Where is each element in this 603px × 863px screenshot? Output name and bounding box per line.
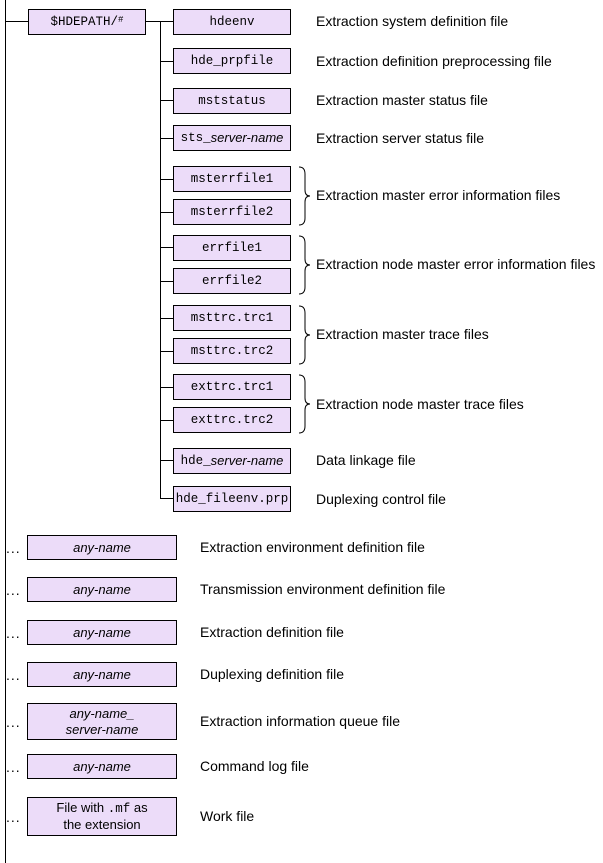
root-to-branch-connector <box>145 21 173 22</box>
file-description: Extraction server status file <box>316 130 485 146</box>
file-name-line1: any-name_ <box>69 705 135 721</box>
file-name: msttrc.trc2 <box>190 343 274 358</box>
branch-line <box>160 21 161 499</box>
ellipsis: ... <box>6 809 21 825</box>
file-box-hde-fileenv-prp: hde_fileenv.prp <box>173 486 291 512</box>
file-name-line2: the extension <box>63 817 141 833</box>
file-name: exttrc.trc1 <box>190 379 274 394</box>
group-description: Extraction node master trace files <box>316 396 524 412</box>
file-box-any-name: any-name <box>27 754 177 779</box>
file-description: Extraction information queue file <box>200 713 400 729</box>
file-box-msterrfile1: msterrfile1 <box>173 166 291 192</box>
group-brace <box>298 374 311 434</box>
branch-tick <box>160 420 173 421</box>
file-name: hdeenv <box>209 14 255 29</box>
file-description: Extraction definition preprocessing file <box>316 53 552 69</box>
file-box-exttrc-trc1: exttrc.trc1 <box>173 374 291 400</box>
file-box-sts-server-name: sts_server-name <box>173 125 291 151</box>
file-name: any-name <box>73 624 131 640</box>
root-directory-label: $HDEPATH/ <box>50 14 119 29</box>
file-description: Command log file <box>200 758 309 774</box>
file-name-variable: server-name <box>210 130 284 146</box>
file-name-line1: File with .mf as <box>56 800 147 817</box>
ellipsis: ... <box>6 759 21 775</box>
ellipsis: ... <box>6 540 21 556</box>
branch-tick <box>160 351 173 352</box>
file-name: exttrc.trc2 <box>190 412 274 427</box>
branch-tick <box>160 318 173 319</box>
group-brace <box>298 235 311 295</box>
branch-tick <box>160 460 173 461</box>
group-description: Extraction node master error information… <box>316 256 596 272</box>
file-box-msttrc-trc1: msttrc.trc1 <box>173 305 291 331</box>
ellipsis: ... <box>6 714 21 730</box>
file-name: any-name <box>73 539 131 555</box>
ellipsis: ... <box>6 667 21 683</box>
file-box-mststatus: mststatus <box>173 88 291 114</box>
file-description: Duplexing definition file <box>200 666 344 682</box>
file-name: mststatus <box>198 93 266 108</box>
file-name-prefix: hde_ <box>180 453 211 468</box>
file-name: msterrfile2 <box>190 204 274 219</box>
branch-tick <box>160 281 173 282</box>
file-name: any-name <box>73 581 131 597</box>
file-box-hdeenv: hdeenv <box>173 9 291 35</box>
file-box-errfile1: errfile1 <box>173 235 291 261</box>
file-box-hde-prpfile: hde_prpfile <box>173 48 291 74</box>
file-description: Data linkage file <box>316 452 416 468</box>
branch-tick <box>160 212 173 213</box>
file-box-errfile2: errfile2 <box>173 268 291 294</box>
branch-tick <box>160 387 173 388</box>
file-extension: .mf <box>107 802 131 817</box>
file-name-prefix: sts_ <box>180 130 211 145</box>
file-box-any-name: any-name <box>27 577 177 602</box>
group-description: Extraction master error information file… <box>316 187 561 203</box>
file-box-any-name-server-name: any-name_server-name <box>27 703 177 740</box>
file-description: Extraction master status file <box>316 92 488 108</box>
root-connector <box>5 21 28 22</box>
file-name: errfile2 <box>201 273 262 288</box>
branch-tick <box>160 179 173 180</box>
file-name: any-name <box>73 666 131 682</box>
ellipsis: ... <box>6 625 21 641</box>
file-box-msttrc-trc2: msttrc.trc2 <box>173 338 291 364</box>
file-description: Work file <box>200 808 255 824</box>
file-name: any-name <box>73 758 131 774</box>
file-name-variable: server-name <box>210 453 284 469</box>
file-box-exttrc-trc2: exttrc.trc2 <box>173 407 291 433</box>
root-directory-footnote: # <box>118 14 124 25</box>
file-name-line2: server-name <box>65 721 139 737</box>
file-box-hde-server-name: hde_server-name <box>173 448 291 474</box>
branch-tick <box>160 247 173 248</box>
branch-tick <box>160 100 173 101</box>
file-name: errfile1 <box>201 240 262 255</box>
file-box-msterrfile2: msterrfile2 <box>173 199 291 225</box>
file-box-any-name: any-name <box>27 620 177 645</box>
branch-tick <box>160 138 173 139</box>
file-box-any-name: any-name <box>27 535 177 560</box>
ellipsis: ... <box>6 582 21 598</box>
group-description: Extraction master trace files <box>316 326 489 342</box>
file-description: Extraction environment definition file <box>200 539 425 555</box>
file-name-suffix: as <box>130 800 148 816</box>
file-name: hde_fileenv.prp <box>175 491 289 506</box>
branch-tick <box>160 498 173 499</box>
file-description: Extraction definition file <box>200 624 344 640</box>
file-name: msttrc.trc1 <box>190 310 274 325</box>
file-box-any-name: any-name <box>27 662 177 687</box>
file-name-prefix: File with <box>56 800 108 816</box>
branch-tick <box>160 61 173 62</box>
trunk-line <box>5 0 6 863</box>
group-brace <box>298 305 311 365</box>
file-name: msterrfile1 <box>190 171 274 186</box>
file-name: hde_prpfile <box>190 53 274 68</box>
root-directory-box: $HDEPATH/# <box>28 9 146 35</box>
file-description: Duplexing control file <box>316 491 446 507</box>
group-brace <box>298 166 311 226</box>
file-box-work-file: File with .mf as the extension <box>27 797 177 836</box>
file-description: Extraction system definition file <box>316 13 509 29</box>
file-description: Transmission environment definition file <box>200 581 446 597</box>
